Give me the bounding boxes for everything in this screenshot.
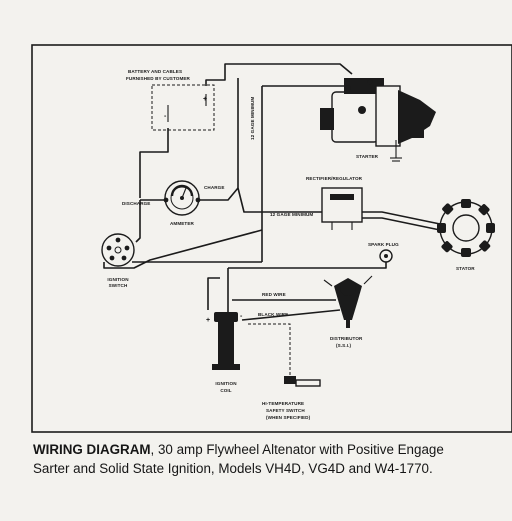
rectifier-regulator: RECTIFIER/REGULATOR (306, 176, 363, 230)
battery-label-line2: FURNISHED BY CUSTOMER (126, 76, 191, 81)
stator-lead-2 (362, 217, 441, 231)
battery-label-line1: BATTERY AND CABLES (128, 69, 182, 74)
caption-line-1: WIRING DIAGRAM, 30 amp Flywheel Altenato… (33, 440, 512, 459)
wire-gage-horizontal-label: 12 GAGE MINIMUM (270, 212, 313, 217)
spark-plug-label: SPARK PLUG (368, 242, 399, 247)
battery-negative-sign: - (164, 113, 167, 120)
diagram-caption: WIRING DIAGRAM, 30 amp Flywheel Altenato… (33, 440, 512, 480)
caption-line-1-rest: , 30 amp Flywheel Altenator with Positiv… (150, 442, 444, 457)
ignition-switch: IGNITION SWITCH (101, 233, 135, 288)
battery-positive-cable (205, 63, 353, 86)
battery-negative-cable (139, 128, 169, 198)
temp-switch-label-line2: SAFETY SWITCH (266, 408, 305, 413)
battery-positive-sign: + (203, 96, 207, 103)
black-wire-label: BLACK WIRE (258, 312, 288, 317)
rectifier-label: RECTIFIER/REGULATOR (306, 176, 363, 181)
coil-positive-sign: + (206, 317, 210, 324)
starter: STARTER (320, 78, 436, 162)
spark-plug-lead (228, 262, 387, 269)
battery: BATTERY AND CABLES FURNISHED BY CUSTOMER… (126, 69, 215, 131)
switch-to-main-wire (103, 229, 263, 269)
distributor-label-line1: DISTRIBUTOR (330, 336, 363, 341)
diagram-border (31, 44, 512, 433)
ignition-switch-label-line2: SWITCH (109, 283, 128, 288)
ignition-coil-label-line2: COIL (220, 388, 231, 393)
red-wire-label: RED WIRE (262, 292, 286, 297)
wire-gage-vertical-label: 12 GAGE MINIMUM (250, 97, 255, 140)
caption-line-2: Sarter and Solid State Ignition, Models … (33, 461, 433, 476)
battery-outline (151, 84, 215, 131)
ignition-coil-label-line1: IGNITION (215, 381, 237, 386)
ignition-coil: + - IGNITION COIL (206, 312, 243, 393)
temp-switch-wire (248, 323, 291, 378)
ignition-switch-label-line1: IGNITION (107, 277, 129, 282)
temp-safety-switch: HI-TEMPERATURE SAFETY SWITCH (WHEN SPECI… (262, 376, 321, 420)
stator-lead-1 (362, 211, 441, 225)
ammeter-label: AMMETER (170, 221, 195, 226)
temp-switch-label-line3: (WHEN SPECIFIED) (266, 415, 311, 420)
ammeter-charge-label: CHARGE (204, 185, 225, 190)
ammeter: CHARGE DISCHARGE AMMETER (122, 180, 225, 226)
temp-switch-label-line1: HI-TEMPERATURE (262, 401, 304, 406)
ammeter-discharge-label: DISCHARGE (122, 201, 150, 206)
caption-title: WIRING DIAGRAM (33, 442, 151, 457)
coil-negative-sign: - (240, 313, 243, 320)
black-wire (241, 309, 341, 321)
spark-plug: SPARK PLUG (368, 242, 399, 263)
distributor: DISTRIBUTOR (S.S.I.) (323, 275, 373, 348)
starter-label: STARTER (356, 154, 379, 159)
stator-label: STATOR (456, 266, 475, 271)
stator: STATOR (437, 199, 495, 271)
distributor-label-line2: (S.S.I.) (336, 343, 351, 348)
main-power-wire (237, 78, 322, 213)
